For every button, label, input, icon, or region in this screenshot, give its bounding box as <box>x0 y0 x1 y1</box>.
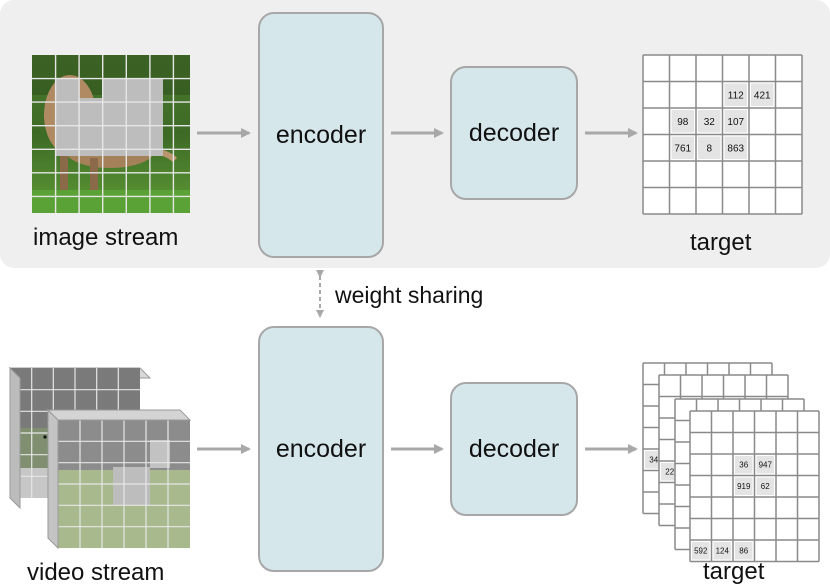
video-stream-label: video stream <box>27 559 165 586</box>
video-target-front-filled-cell <box>756 477 774 495</box>
image-decoder-block: decoder <box>450 66 578 200</box>
video-target-back-1-filled-cell <box>661 463 679 481</box>
image-encoder-block: encoder <box>258 12 384 258</box>
video-target-back-2-filled-cell <box>698 487 716 505</box>
video-target-front-cell-value: 124 <box>716 547 730 556</box>
image-target-label: target <box>690 229 752 256</box>
ellipsis-dot <box>676 438 680 442</box>
video-target-front-filled-cell <box>713 542 731 560</box>
video-target-front-cell-value: 86 <box>739 547 748 556</box>
image-stream-label: image stream <box>33 224 179 251</box>
video-target-back-0-filled-cell <box>645 451 663 469</box>
video-target-front-cell-value: 36 <box>739 461 748 470</box>
video-target-front-cell-value: 919 <box>737 482 751 491</box>
ellipsis-dot <box>680 443 684 447</box>
video-target-back-1-cell-value: 22 <box>665 468 674 477</box>
video-target-label: target <box>703 558 765 585</box>
video-target-back-2-bg <box>675 399 804 550</box>
video-target-front-filled-cell <box>735 542 753 560</box>
video-target-front-cell-value: 947 <box>759 461 773 470</box>
video-target-back-0-bg <box>643 363 772 514</box>
video-target-front-filled-cell <box>735 456 753 474</box>
video-target-back-0-cell-value: 34 <box>649 456 658 465</box>
video-decoder-block: decoder <box>450 382 578 516</box>
video-target-back-1-bg <box>659 375 788 526</box>
video-target-back-2-cell-value: 324 <box>701 492 715 501</box>
video-target-front-filled-cell <box>692 542 710 560</box>
video-target-front-cell-value: 62 <box>761 482 770 491</box>
video-encoder-block: encoder <box>258 326 384 572</box>
video-target-front-bg <box>690 411 819 562</box>
video-target-front-filled-cell <box>756 456 774 474</box>
ellipsis-dot <box>684 448 688 452</box>
video-target-front-filled-cell <box>735 477 753 495</box>
weight-sharing-label: weight sharing <box>335 282 484 308</box>
video-target-front-cell-value: 592 <box>694 547 708 556</box>
